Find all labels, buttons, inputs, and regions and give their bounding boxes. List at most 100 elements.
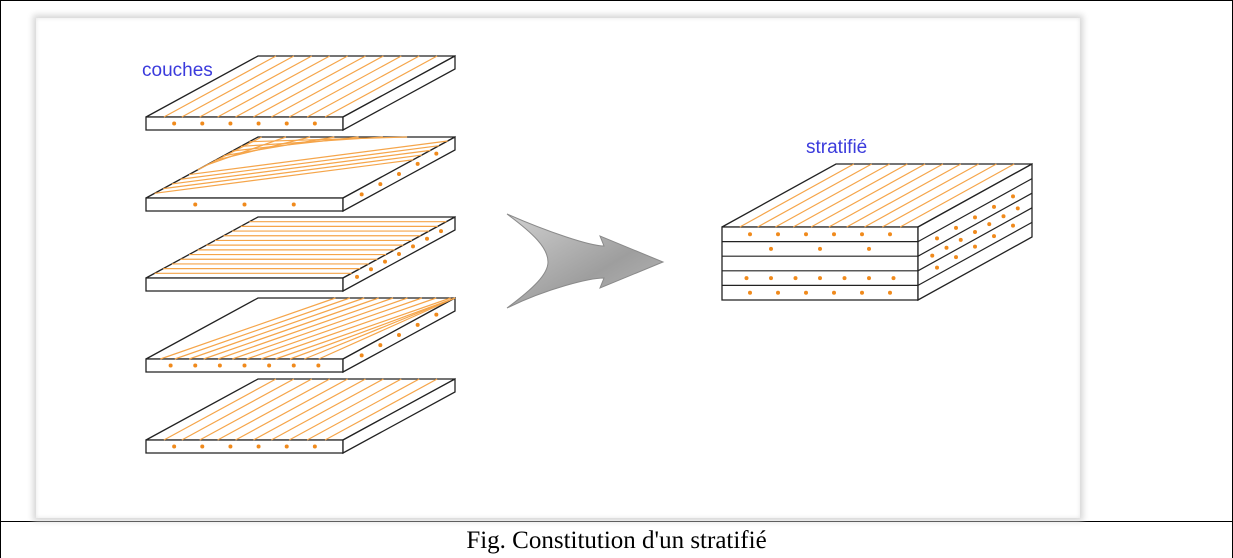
layer-4 bbox=[145, 296, 456, 374]
fiber-dot bbox=[434, 151, 439, 156]
fiber-dot bbox=[415, 161, 420, 166]
layer-boundary bbox=[917, 192, 1033, 257]
fiber-dot bbox=[888, 290, 892, 295]
fiber-dot bbox=[397, 252, 401, 256]
fiber-dot bbox=[930, 253, 935, 258]
fiber-dot bbox=[776, 290, 780, 295]
fiber-line bbox=[203, 297, 379, 360]
fiber-line bbox=[171, 149, 431, 185]
block-top-fibers bbox=[739, 163, 1015, 228]
fiber-dot bbox=[1011, 194, 1015, 199]
fiber-line bbox=[163, 154, 422, 190]
fiber-dot bbox=[242, 363, 247, 368]
fiber-line bbox=[246, 297, 423, 360]
fiber-dot bbox=[425, 236, 429, 241]
fiber-dot bbox=[1001, 214, 1006, 219]
fiber-line bbox=[253, 55, 366, 118]
fiber-line bbox=[899, 163, 1015, 228]
fiber-line bbox=[318, 297, 456, 360]
fiber-line bbox=[217, 297, 394, 360]
fiber-dot bbox=[842, 276, 847, 281]
fiber-dot bbox=[832, 232, 836, 237]
fiber-dot bbox=[987, 222, 992, 227]
fiber-dot bbox=[888, 232, 892, 237]
fiber-line bbox=[324, 378, 438, 441]
fiber-dot bbox=[411, 244, 415, 249]
fiber-line bbox=[810, 163, 926, 228]
layer-2 bbox=[145, 135, 456, 213]
fiber-dot bbox=[378, 343, 383, 348]
layer-side-face bbox=[342, 54, 456, 132]
fiber-dot bbox=[312, 121, 317, 126]
fiber-line bbox=[846, 163, 962, 228]
laminate-label: stratifié bbox=[806, 137, 867, 158]
fiber-dot bbox=[867, 276, 871, 281]
fiber-dot bbox=[992, 234, 996, 239]
layer-fibers bbox=[163, 378, 438, 441]
fiber-dot bbox=[316, 363, 321, 368]
fiber-line bbox=[181, 55, 295, 118]
fiber-dot bbox=[973, 230, 977, 234]
fiber-dot bbox=[284, 121, 289, 126]
fiber-line bbox=[306, 55, 420, 118]
fiber-dot bbox=[860, 232, 864, 237]
fiber-dot bbox=[434, 312, 439, 317]
fiber-dot bbox=[793, 276, 798, 281]
fiber-line bbox=[235, 378, 348, 441]
fiber-line bbox=[288, 378, 402, 441]
fiber-dot bbox=[748, 232, 752, 237]
fiber-dot bbox=[256, 444, 261, 449]
fiber-dot bbox=[369, 267, 373, 272]
fiber-line bbox=[249, 136, 408, 143]
fiber-dot bbox=[200, 444, 205, 449]
fiber-line bbox=[792, 163, 908, 228]
fiber-line bbox=[217, 55, 330, 118]
fiber-dot bbox=[359, 192, 364, 197]
fiber-line bbox=[160, 297, 336, 360]
fiber-line bbox=[271, 378, 384, 441]
laminate-diagram: couches stratifié bbox=[142, 54, 1033, 455]
fiber-dot bbox=[168, 363, 173, 368]
fiber-line bbox=[235, 55, 348, 118]
fiber-dot bbox=[769, 276, 773, 281]
fiber-dot bbox=[397, 333, 401, 337]
fiber-dot bbox=[935, 265, 939, 270]
fiber-dot bbox=[397, 172, 401, 176]
table-row-divider bbox=[0, 521, 1233, 522]
figure-caption: Fig. Constitution d'un stratifié bbox=[466, 527, 767, 554]
fiber-line bbox=[739, 163, 855, 228]
fiber-line bbox=[775, 163, 890, 228]
layer-1 bbox=[145, 54, 456, 132]
fiber-line bbox=[324, 55, 438, 118]
fiber-line bbox=[180, 145, 440, 180]
fiber-line bbox=[828, 163, 944, 228]
fiber-line bbox=[232, 297, 408, 360]
layers-label: couches bbox=[142, 60, 213, 81]
layer-fibers bbox=[160, 297, 456, 360]
fiber-line bbox=[206, 136, 287, 166]
fiber-line bbox=[188, 297, 365, 360]
fiber-dot bbox=[973, 215, 977, 220]
fiber-line bbox=[288, 55, 402, 118]
fiber-dot bbox=[267, 363, 272, 368]
fiber-line bbox=[271, 55, 384, 118]
fiber-dot bbox=[748, 290, 752, 295]
fiber-dot bbox=[973, 244, 977, 249]
layer-boundary bbox=[917, 221, 1033, 286]
fiber-line bbox=[199, 378, 313, 441]
layer-fibers bbox=[154, 136, 448, 194]
fiber-dot bbox=[217, 363, 222, 368]
fiber-dot bbox=[359, 353, 364, 358]
layer-3 bbox=[145, 215, 456, 293]
layer-fibers bbox=[154, 221, 447, 274]
fiber-line bbox=[188, 140, 448, 176]
fiber-line bbox=[174, 297, 351, 360]
laminate-block bbox=[721, 162, 1033, 302]
fiber-line bbox=[253, 378, 366, 441]
fiber-line bbox=[181, 378, 295, 441]
block-front-face bbox=[721, 226, 919, 301]
fiber-line bbox=[757, 163, 872, 228]
fiber-dot bbox=[1011, 223, 1015, 228]
fiber-dot bbox=[744, 276, 749, 281]
fiber-dot bbox=[954, 225, 958, 230]
